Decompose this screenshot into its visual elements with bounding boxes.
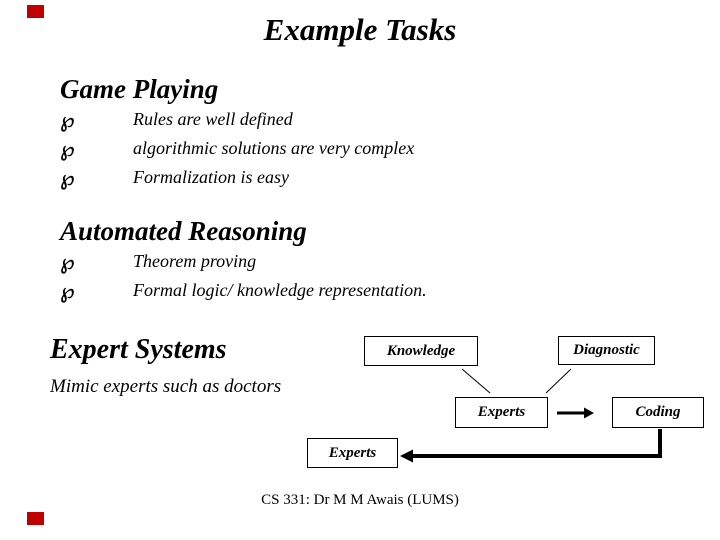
script-bullet-icon: ℘ — [60, 166, 75, 190]
bullet-text: Theorem proving — [133, 251, 257, 271]
script-bullet-icon: ℘ — [60, 250, 75, 274]
arrow-coding-to-experts-lower-head — [400, 449, 413, 463]
diagram-box-experts-lower: Experts — [307, 438, 398, 468]
connector-diagnostic-to-experts — [545, 368, 572, 394]
script-bullet-icon: ℘ — [60, 108, 75, 132]
diagram-box-coding: Coding — [612, 397, 704, 428]
diagram-box-label: Knowledge — [386, 342, 456, 359]
section-heading-expert-systems: Expert Systems — [50, 334, 227, 365]
bullet-item: ℘ Formalization is easy — [60, 166, 289, 190]
diagram-box-label: Experts — [477, 404, 526, 420]
slide-title: Example Tasks — [263, 12, 457, 47]
bullet-item: ℘ Formal logic/ knowledge representation. — [60, 279, 427, 303]
section-heading-automated-reasoning: Automated Reasoning — [60, 216, 307, 246]
diagram-box-label: Coding — [635, 404, 681, 420]
bullet-text: algorithmic solutions are very complex — [133, 138, 415, 158]
connector-knowledge-to-experts — [461, 368, 491, 394]
arrow-coding-to-experts-lower-shaft — [412, 429, 662, 458]
expert-systems-subtext: Mimic experts such as doctors — [50, 376, 282, 397]
diagram-box-label: Experts — [328, 444, 377, 461]
bullet-text: Rules are well defined — [133, 109, 293, 129]
bullet-item: ℘ Rules are well defined — [60, 108, 293, 132]
red-corner-marker-top — [27, 5, 44, 18]
diagram-box-label: Diagnostic — [573, 342, 640, 358]
bullet-text: Formal logic/ knowledge representation. — [133, 280, 427, 300]
script-bullet-icon: ℘ — [60, 279, 75, 303]
red-corner-marker-bottom — [27, 512, 44, 525]
section-heading-game-playing: Game Playing — [60, 74, 219, 104]
diagram-box-knowledge: Knowledge — [364, 336, 478, 366]
bullet-item: ℘ algorithmic solutions are very complex — [60, 137, 414, 161]
bullet-item: ℘ Theorem proving — [60, 250, 256, 274]
arrow-experts-to-coding-head — [584, 407, 594, 419]
diagram-box-diagnostic: Diagnostic — [558, 336, 655, 365]
diagram-box-experts-upper: Experts — [455, 397, 548, 428]
slide-footer: CS 331: Dr M M Awais (LUMS) — [261, 492, 459, 508]
bullet-text: Formalization is easy — [133, 167, 289, 187]
script-bullet-icon: ℘ — [60, 137, 75, 161]
